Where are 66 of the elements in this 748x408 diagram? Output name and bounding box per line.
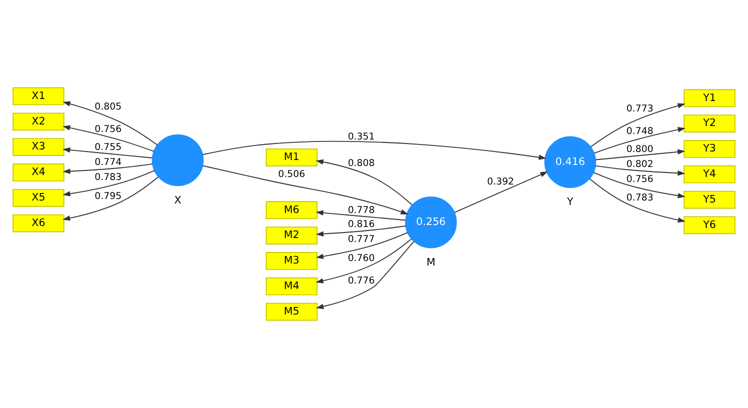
edge-label: 0.805 [94,101,122,112]
arrow [62,170,155,196]
arrow [316,232,408,259]
edge-label: 0.756 [94,124,122,135]
edge-label: 0.808 [348,158,375,169]
edge-label: 0.774 [94,156,122,168]
arrow [62,147,152,158]
edge-label: 0.755 [94,142,122,153]
arrow [316,210,406,221]
arrow [62,176,159,221]
node-box: Y3 [684,140,736,158]
node-box: X3 [12,138,64,156]
edge-label: 0.783 [94,172,122,183]
arrow [62,101,158,146]
edge-label: 0.816 [348,219,375,230]
edge-label: 0.795 [94,190,122,202]
edge-label: 0.777 [348,234,375,246]
arrow [595,149,686,160]
arrow [454,172,548,213]
node-box: Y1 [684,89,736,108]
arrow [316,159,413,206]
arrow [590,103,686,148]
node-label: X [174,194,182,206]
node-box: M5 [266,302,318,321]
node-box: Y5 [684,190,736,209]
edge-label: 0.756 [626,174,654,185]
edge-label: 0.776 [348,276,375,287]
node-box: M6 [266,201,318,220]
edge-label: 0.392 [487,176,514,188]
node-box: M2 [266,226,318,244]
arrow [62,125,154,152]
node-box: M1 [266,148,318,166]
edge-label: 0.773 [626,103,654,114]
edge-label: 0.748 [626,126,654,137]
arrow [62,163,153,174]
edge-label: 0.778 [348,204,375,216]
arrow [589,178,686,223]
node-box: X1 [12,87,64,106]
edge-label: 0.800 [626,144,654,155]
arrow [595,165,686,176]
node-box: M4 [266,277,318,296]
node-box: X2 [12,112,64,131]
node-box: X5 [12,188,64,207]
arrow [202,140,546,160]
node-box: Y6 [684,216,736,234]
node-box: X4 [12,164,64,182]
node-box: Y4 [684,165,736,184]
edge-label: 0.783 [626,192,654,204]
node-label: Y [567,196,574,208]
arrow [316,226,406,237]
edge-label: 0.802 [626,158,654,170]
edge-label: 0.760 [348,252,375,264]
node-circle [152,134,204,186]
node-box: Y2 [684,114,736,132]
arrow [316,238,412,284]
arrow [594,127,686,154]
node-box: X6 [12,214,64,232]
arrow [593,172,686,198]
edge-label: 0.506 [278,169,306,180]
edge-label: 0.351 [348,132,375,143]
arrow [316,241,414,310]
node-label: M [426,256,436,268]
node-circle: 0.416 [544,136,596,188]
node-circle: 0.256 [405,196,457,248]
arrow [202,165,408,214]
node-box: M3 [266,252,318,270]
